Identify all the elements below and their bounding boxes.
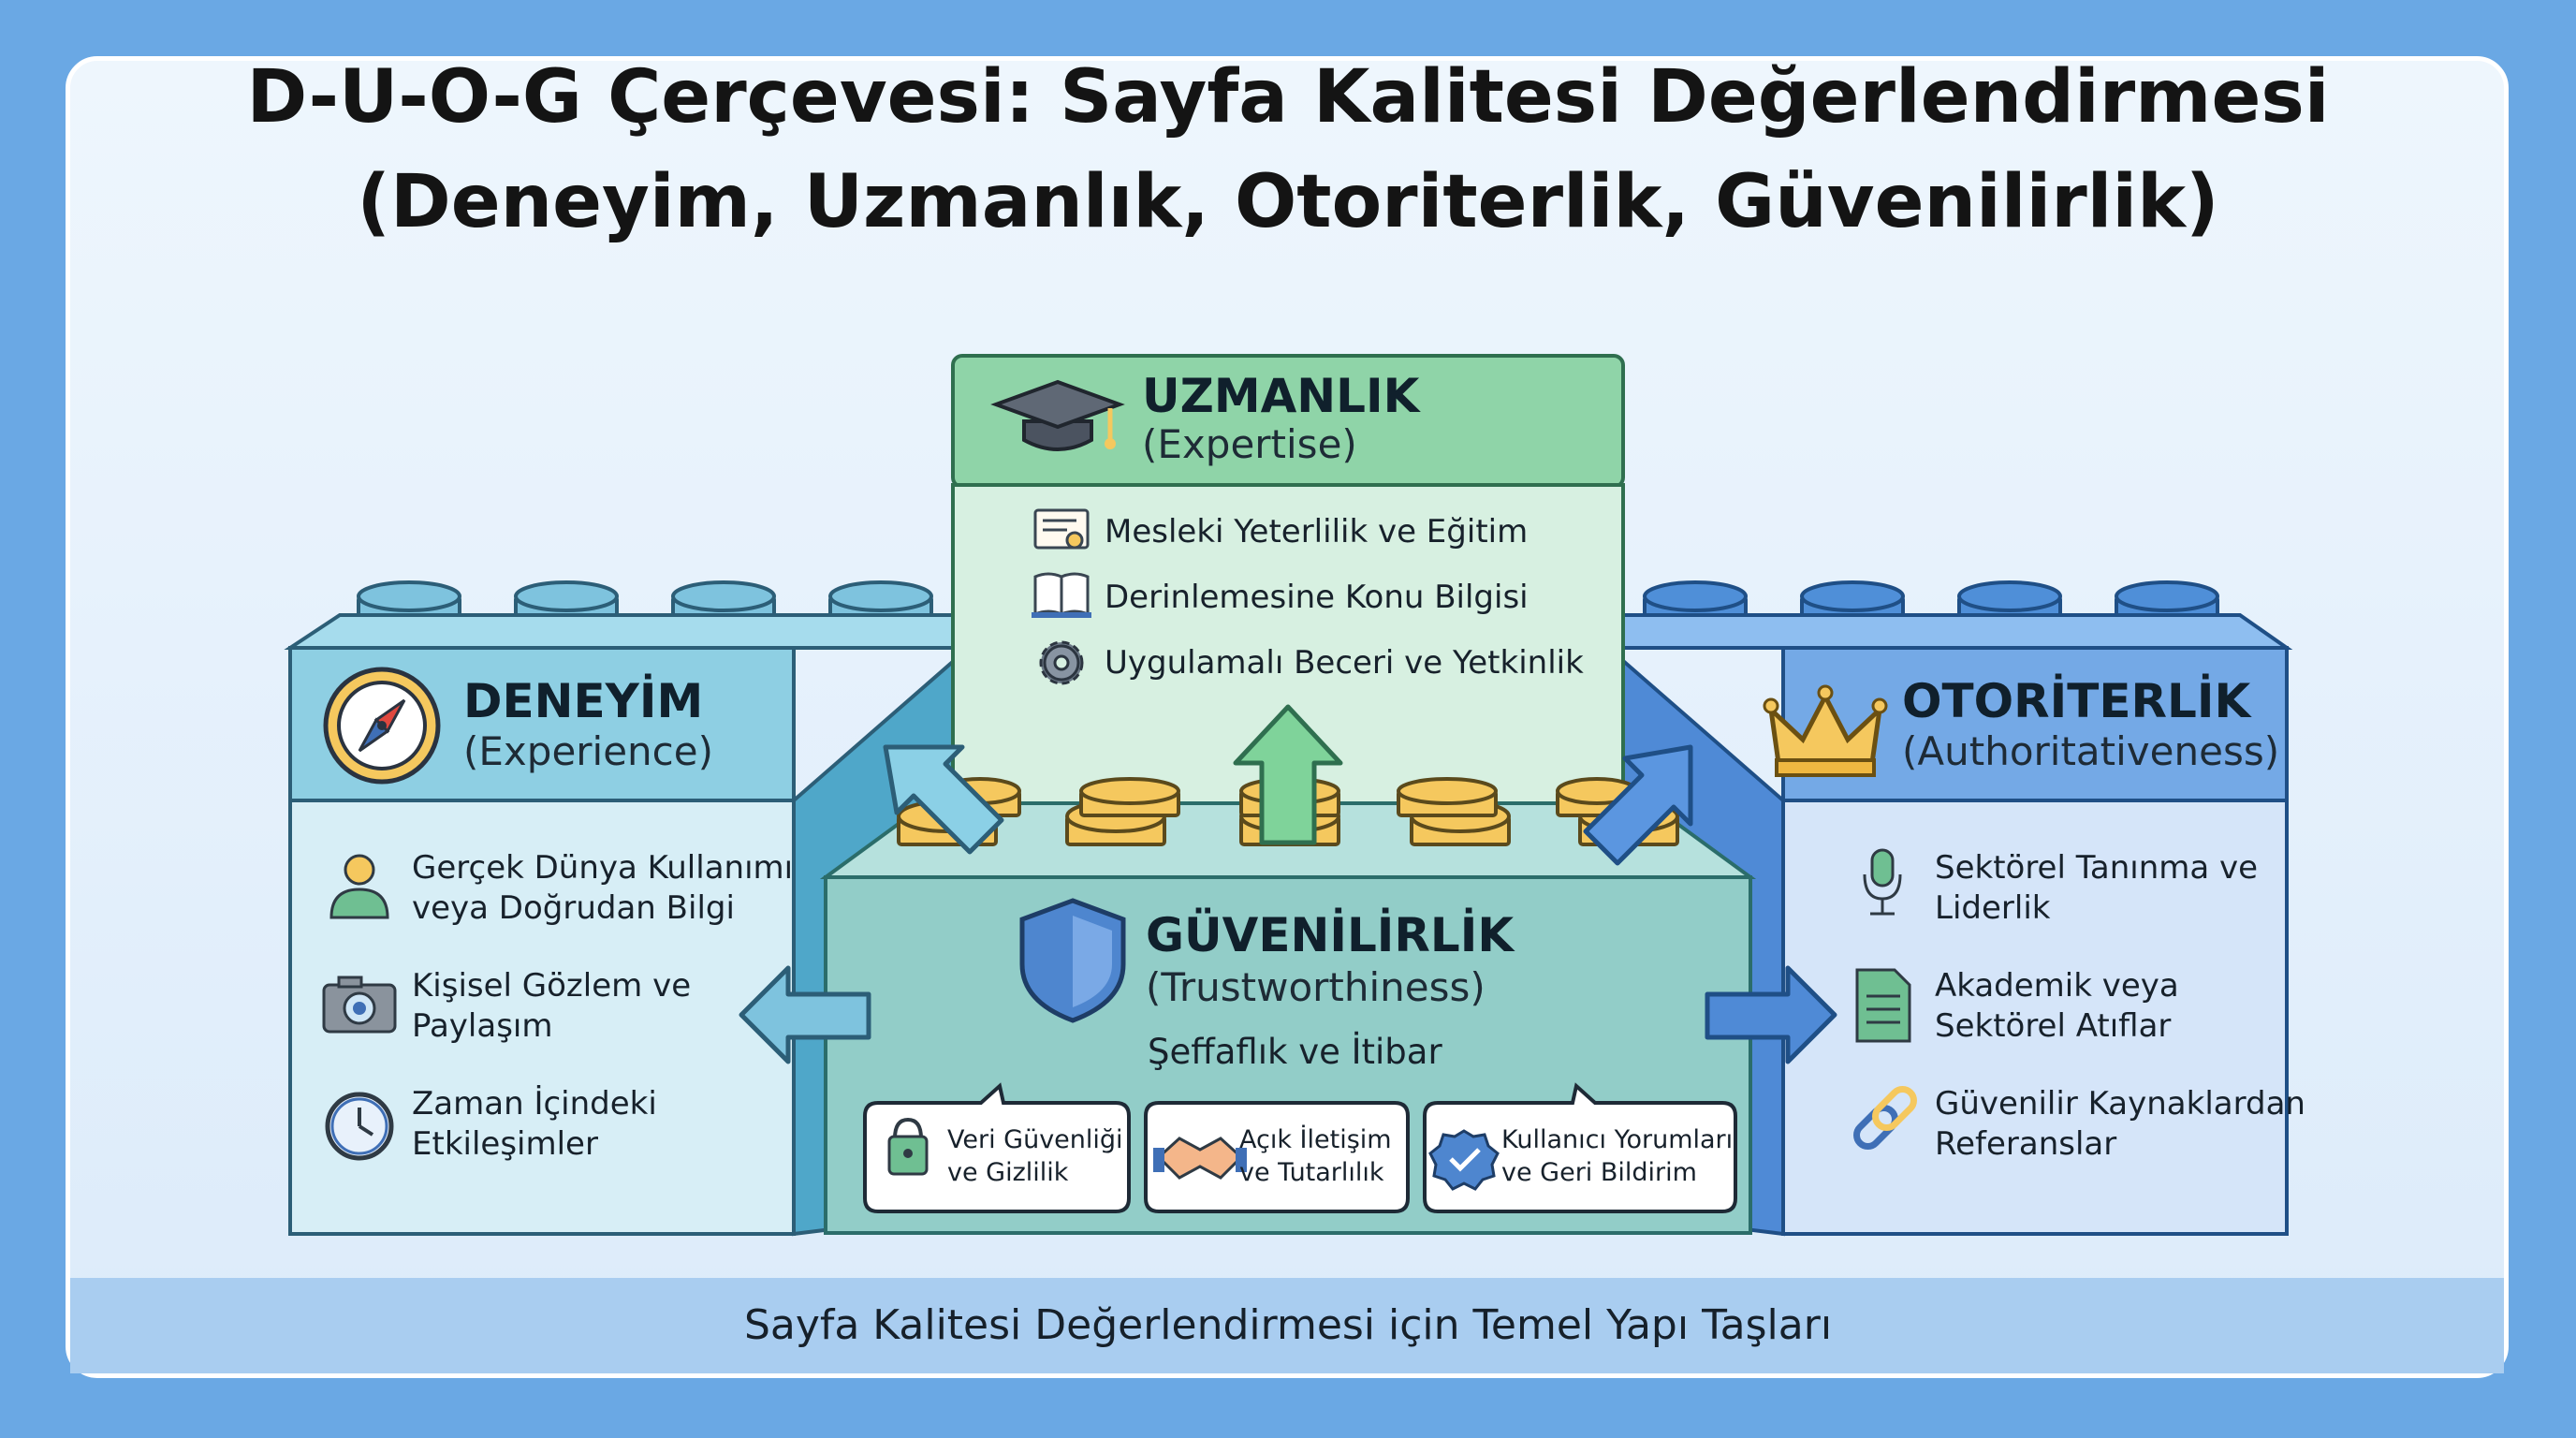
arrow-up-left <box>883 744 1004 855</box>
bubble-2 <box>1144 1101 1410 1213</box>
experience-subheading: (Experience) <box>463 728 713 774</box>
title-line-2: (Deneyim, Uzmanlık, Otoriterlik, Güvenil… <box>357 160 2219 244</box>
experience-heading: DENEYİM <box>463 674 704 728</box>
arrow-up-green <box>1233 704 1343 845</box>
arrow-left <box>739 965 871 1064</box>
expertise-item: Derinlemesine Konu Bilgisi <box>1105 579 1529 616</box>
trust-bubbles <box>863 1082 1737 1213</box>
lock-icon <box>887 1117 929 1176</box>
authority-subheading: (Authoritativeness) <box>1902 728 2280 774</box>
trust-tagline: Şeffaflık ve İtibar <box>1148 1032 1442 1072</box>
expertise-heading: UZMANLIK <box>1142 369 1420 423</box>
user-icon <box>329 854 389 919</box>
expertise-item: Uygulamalı Beceri ve Yetkinlik <box>1105 644 1584 682</box>
expertise-subheading: (Expertise) <box>1142 421 1357 467</box>
compass-icon <box>323 667 441 785</box>
certificate-icon <box>1033 508 1090 550</box>
verified-badge-icon <box>1428 1129 1500 1191</box>
authority-heading: OTORİTERLİK <box>1902 674 2251 728</box>
document-icon <box>1855 968 1911 1043</box>
arrow-right <box>1705 965 1837 1064</box>
bubble-1 <box>863 1082 1131 1213</box>
expertise-item: Mesleki Yeterlilik ve Eğitim <box>1105 513 1529 550</box>
gear-icon <box>1039 640 1084 685</box>
arrow-up-right <box>1583 744 1693 866</box>
link-icon <box>1853 1086 1917 1150</box>
clock-icon <box>325 1092 394 1161</box>
crown-icon <box>1763 684 1888 777</box>
footer-band <box>70 1278 2504 1373</box>
trust-heading: GÜVENİLİRLİK <box>1146 908 1515 962</box>
camera-icon <box>322 976 397 1034</box>
book-icon <box>1032 572 1091 618</box>
trust-subheading: (Trustworthiness) <box>1146 964 1486 1010</box>
shield-icon <box>1019 898 1126 1023</box>
handshake-icon <box>1153 1137 1247 1180</box>
arrows <box>739 704 1837 1064</box>
bubble-3 <box>1423 1082 1737 1213</box>
page-title: D-U-O-G Çerçevesi: Sayfa Kalitesi Değerl… <box>0 45 2576 255</box>
graduation-cap-icon <box>990 379 1125 451</box>
microphone-icon <box>1863 848 1902 916</box>
footer-caption: Sayfa Kalitesi Değerlendirmesi için Teme… <box>743 1301 1833 1349</box>
title-line-1: D-U-O-G Çerçevesi: Sayfa Kalitesi Değerl… <box>246 55 2330 139</box>
